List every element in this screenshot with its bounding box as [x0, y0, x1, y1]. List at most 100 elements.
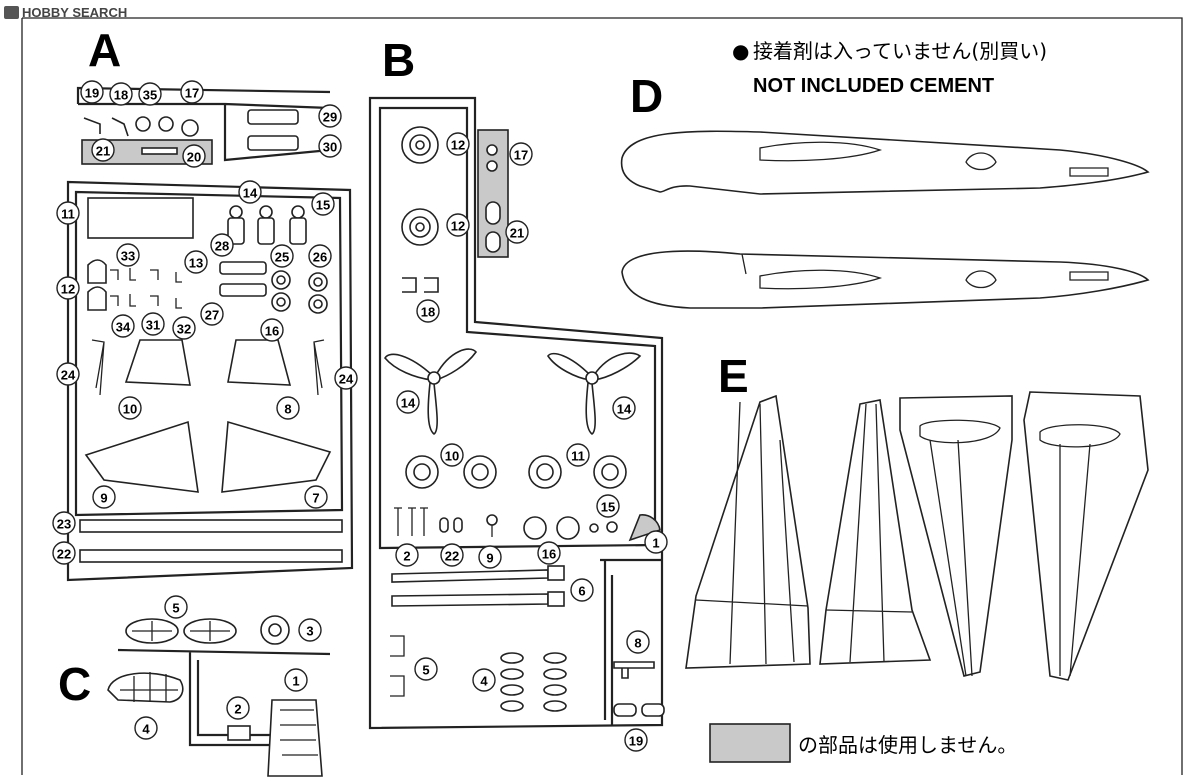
part-number-label: 2 — [403, 549, 410, 564]
bullet-mark: ● — [732, 39, 749, 63]
part-a17 — [181, 119, 199, 137]
fuselage-half-bottom — [621, 250, 1150, 309]
unused-note-jp: の部品は使用しません。 — [798, 733, 1017, 757]
part-number-label: 22 — [57, 547, 71, 562]
part-number-label: 24 — [339, 372, 354, 387]
part-b8-gun — [613, 661, 655, 679]
part-number-label: 8 — [634, 636, 641, 651]
wing-panel-4 — [1023, 391, 1149, 681]
part-number-a-22: 22 — [52, 541, 76, 565]
part-number-b-16: 16 — [537, 541, 561, 565]
part-number-label: 12 — [61, 282, 75, 297]
part-number-a-29: 29 — [318, 104, 342, 128]
part-number-a-10: 10 — [118, 396, 142, 420]
part-number-b-18: 18 — [416, 299, 440, 323]
wing-panel-1 — [685, 394, 811, 669]
part-number-a-30: 30 — [318, 134, 342, 158]
part-number-b-14: 14 — [612, 396, 636, 420]
part-number-label: 25 — [275, 250, 289, 265]
part-number-a-31: 31 — [141, 312, 165, 336]
part-number-b-19: 19 — [624, 728, 648, 752]
part-number-label: 34 — [116, 320, 131, 335]
frame-e: E — [685, 350, 1149, 681]
part-number-a-13: 13 — [184, 250, 208, 274]
part-number-label: 19 — [629, 734, 643, 749]
part-c2 — [227, 725, 251, 741]
part-number-label: 11 — [571, 449, 585, 464]
part-number-b-21: 21 — [505, 220, 529, 244]
part-number-a-35: 35 — [138, 82, 162, 106]
pilot-figures — [227, 205, 307, 245]
part-number-a-18: 18 — [109, 82, 133, 106]
part-a30 — [247, 135, 299, 151]
frame-c-letter: C — [58, 658, 91, 710]
part-c1 — [267, 699, 323, 777]
part-number-b-14: 14 — [396, 390, 420, 414]
part-number-label: 7 — [312, 491, 319, 506]
part-b10-11-wheels — [405, 455, 627, 540]
part-b12-wheels — [401, 126, 439, 246]
part-number-a-14: 14 — [238, 180, 262, 204]
part-number-label: 13 — [189, 256, 203, 271]
part-a18 — [111, 117, 129, 137]
part-number-a-32: 32 — [172, 316, 196, 340]
part-number-b-9: 9 — [478, 545, 502, 569]
part-number-b-1: 1 — [644, 530, 668, 554]
part-number-b-2: 2 — [395, 543, 419, 567]
part-number-a-17: 17 — [180, 80, 204, 104]
unused-parts-legend: の部品は使用しません。 — [709, 723, 1017, 763]
part-number-a-25: 25 — [270, 244, 294, 268]
part-number-a-27: 27 — [200, 302, 224, 326]
frame-b-outer-runner — [368, 96, 664, 730]
part-number-b-22: 22 — [440, 543, 464, 567]
part-number-a-23: 23 — [52, 511, 76, 535]
part-number-label: 4 — [480, 674, 488, 689]
part-number-label: 18 — [421, 305, 435, 320]
part-number-a-9: 9 — [92, 485, 116, 509]
part-number-b-17: 17 — [509, 142, 533, 166]
part-number-b-11: 11 — [566, 443, 590, 467]
part-b14-propeller-left — [384, 348, 478, 435]
part-number-b-6: 6 — [570, 578, 594, 602]
part-a7 — [221, 420, 332, 493]
part-number-a-34: 34 — [111, 314, 135, 338]
frame-c: C — [58, 615, 331, 777]
part-number-label: 9 — [100, 491, 107, 506]
watermark-logo: HOBBY SEARCH — [4, 5, 127, 20]
part-number-label: 31 — [146, 318, 160, 333]
part-number-c-4: 4 — [134, 716, 158, 740]
cement-note-jp: 接着剤は入っていません(別買い) — [753, 39, 1047, 63]
frame-a-letter: A — [88, 24, 121, 76]
frame-d-letter: D — [630, 70, 663, 122]
part-number-a-28: 28 — [210, 233, 234, 257]
part-number-label: 19 — [85, 86, 99, 101]
part-number-label: 30 — [323, 140, 337, 155]
part-number-label: 22 — [445, 549, 459, 564]
part-number-b-12: 12 — [446, 213, 470, 237]
part-number-a-16: 16 — [260, 318, 284, 342]
part-number-label: 5 — [422, 663, 429, 678]
watermark-text: HOBBY SEARCH — [22, 5, 127, 20]
part-number-label: 15 — [316, 198, 330, 213]
part-a11 — [87, 197, 194, 239]
part-number-c-1: 1 — [284, 668, 308, 692]
part-a29 — [247, 109, 299, 125]
part-b4-bombs — [500, 652, 567, 712]
part-number-label: 4 — [142, 722, 150, 737]
part-number-b-10: 10 — [440, 443, 464, 467]
part-number-label: 3 — [306, 624, 313, 639]
part-a9 — [84, 420, 199, 493]
part-a8 — [227, 339, 292, 386]
part-a23 — [79, 519, 343, 533]
part-b6-rod — [391, 569, 549, 583]
cement-note: ● 接着剤は入っていません(別買い) NOT INCLUDED CEMENT — [732, 39, 1047, 97]
part-number-a-19: 19 — [80, 80, 104, 104]
frame-b: B — [368, 34, 665, 730]
part-number-a-33: 33 — [116, 243, 140, 267]
part-number-label: 9 — [486, 551, 493, 566]
part-number-label: 10 — [123, 402, 137, 417]
part-b14-propeller-right — [547, 352, 642, 435]
part-number-b-12: 12 — [446, 132, 470, 156]
